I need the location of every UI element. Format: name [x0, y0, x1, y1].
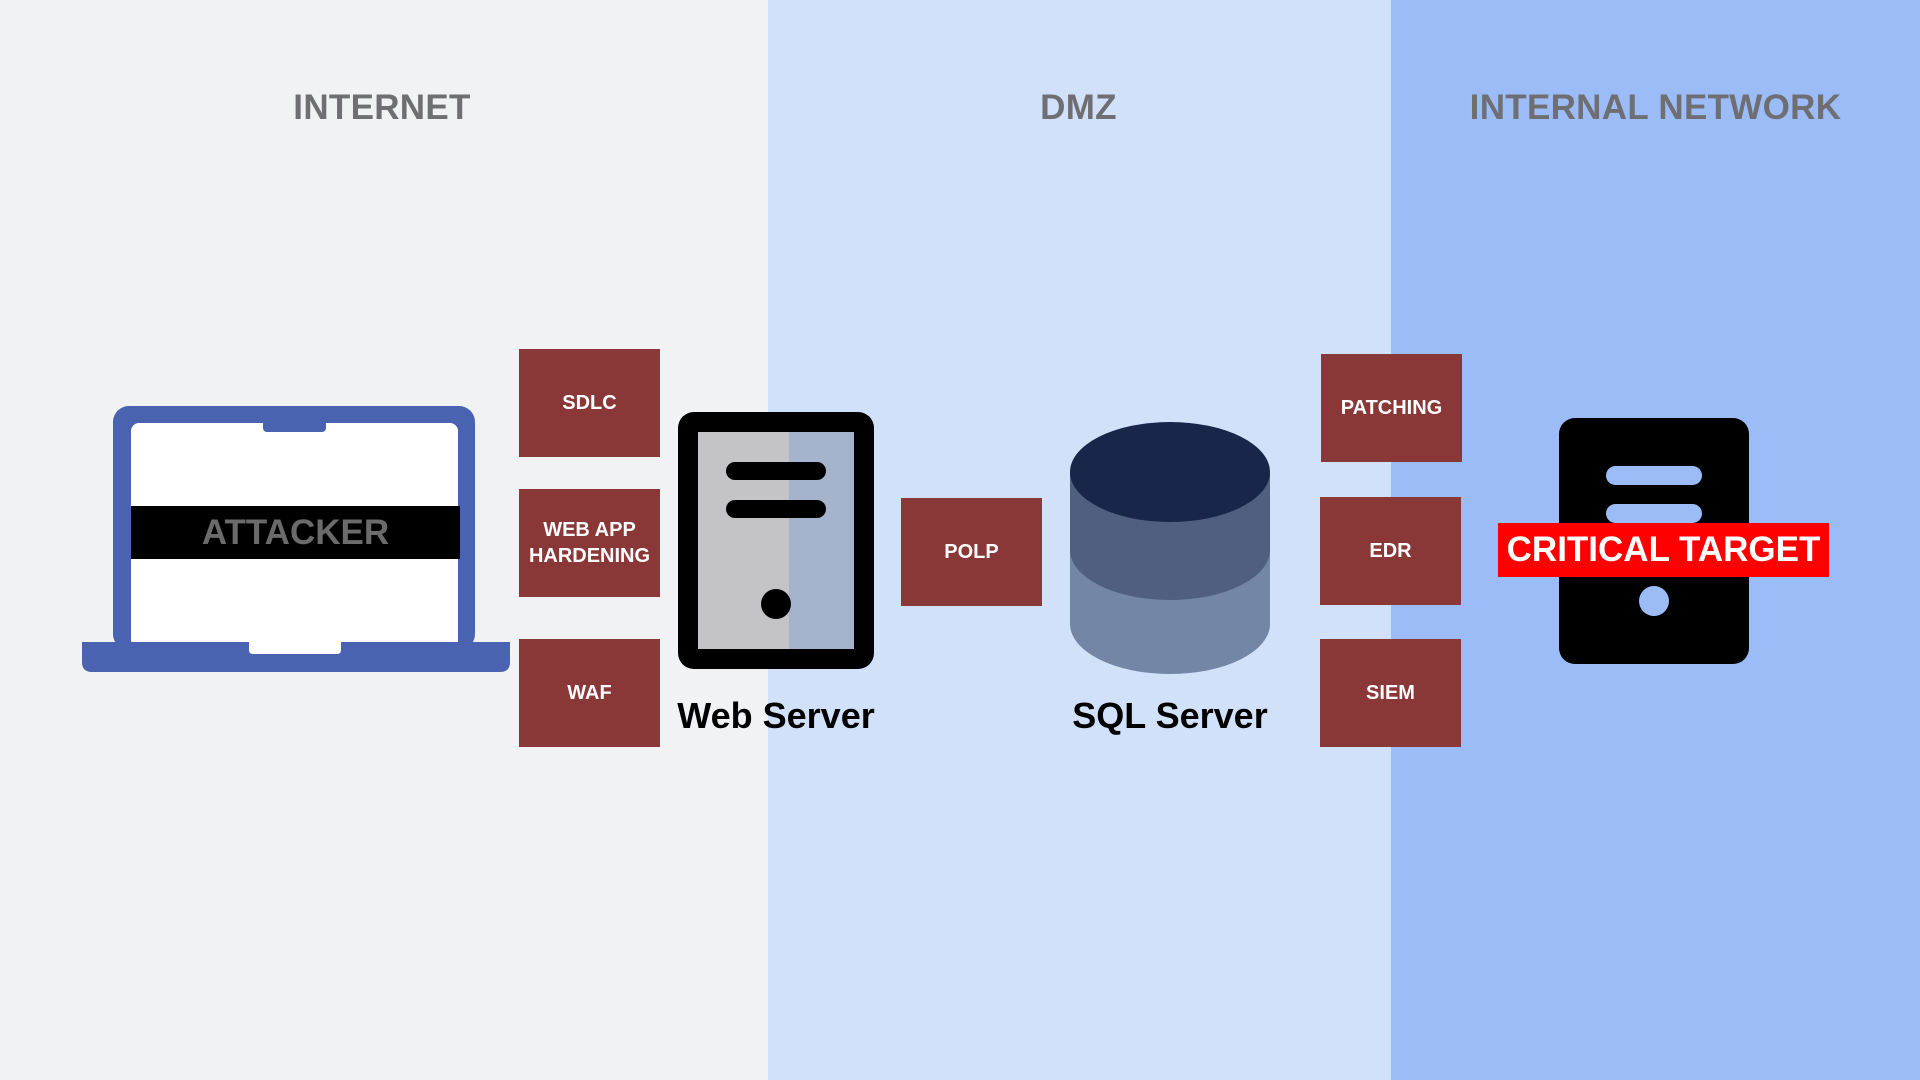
control-waf: WAF — [519, 639, 660, 747]
zone-title-internet: INTERNET — [293, 88, 471, 127]
zone-title-internal-network: INTERNAL NETWORK — [1469, 88, 1842, 127]
critical-target-label: CRITICAL TARGET — [1498, 523, 1829, 577]
control-web-app-hardening: WEB APP HARDENING — [519, 489, 660, 597]
web-server-label: Web Server — [677, 695, 875, 736]
control-siem: SIEM — [1320, 639, 1461, 747]
control-edr: EDR — [1320, 497, 1461, 605]
attacker-label: ATTACKER — [201, 512, 390, 552]
control-polp: POLP — [901, 498, 1042, 606]
server-tower-icon — [678, 412, 874, 669]
control-sdlc: SDLC — [519, 349, 660, 457]
sql-server-label: SQL Server — [1072, 695, 1268, 736]
control-patching: PATCHING — [1321, 354, 1462, 462]
laptop-icon — [82, 406, 510, 672]
database-icon — [1070, 422, 1270, 674]
zone-title-dmz: DMZ — [1040, 88, 1117, 127]
